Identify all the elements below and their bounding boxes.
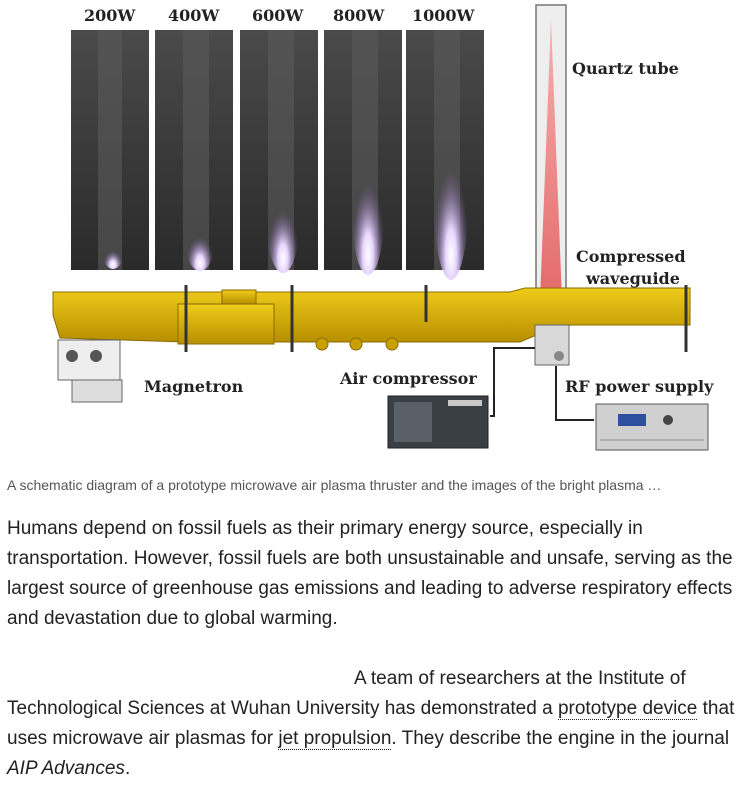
power-label-200w: 200W <box>84 6 136 25</box>
rf-power-supply-device <box>596 404 708 450</box>
thruster-diagram: 200W 400W 600W 800W 1000W Quartz tube Co… <box>0 0 753 470</box>
label-waveguide: waveguide <box>585 269 680 288</box>
power-label-600w: 600W <box>252 6 304 25</box>
plasma-photo-400w <box>155 30 233 271</box>
plasma-photo-800w <box>324 30 402 275</box>
air-compressor-device <box>388 396 488 448</box>
figure-caption: A schematic diagram of a prototype micro… <box>7 477 752 493</box>
plasma-photo-1000w <box>406 30 484 280</box>
paragraph-2: A team of researchers at the Institute o… <box>7 664 751 784</box>
prototype-device-link[interactable]: prototype device <box>558 698 697 720</box>
label-magnetron: Magnetron <box>144 377 244 396</box>
paragraph-2-text-c: . They describe the engine in the journa… <box>391 728 729 749</box>
plasma-photo-200w <box>71 30 149 270</box>
magnetron-device <box>58 340 122 402</box>
jet-propulsion-link[interactable]: jet propulsion <box>278 728 391 750</box>
figure-image: 200W 400W 600W 800W 1000W Quartz tube Co… <box>0 0 753 470</box>
article-body: Humans depend on fossil fuels as their p… <box>7 514 751 784</box>
paragraph-2-end: . <box>125 758 130 779</box>
waveguide <box>53 285 690 365</box>
plasma-photo-600w <box>240 30 318 273</box>
quartz-tube <box>536 5 566 305</box>
label-rf-power-supply: RF power supply <box>565 377 714 396</box>
label-quartz-tube: Quartz tube <box>572 59 679 78</box>
power-label-1000w: 1000W <box>412 6 476 25</box>
power-label-400w: 400W <box>168 6 220 25</box>
label-compressed: Compressed <box>576 247 686 266</box>
journal-name: AIP Advances <box>7 758 125 779</box>
label-air-compressor: Air compressor <box>339 369 477 388</box>
paragraph-1: Humans depend on fossil fuels as their p… <box>7 514 751 634</box>
power-label-800w: 800W <box>333 6 385 25</box>
